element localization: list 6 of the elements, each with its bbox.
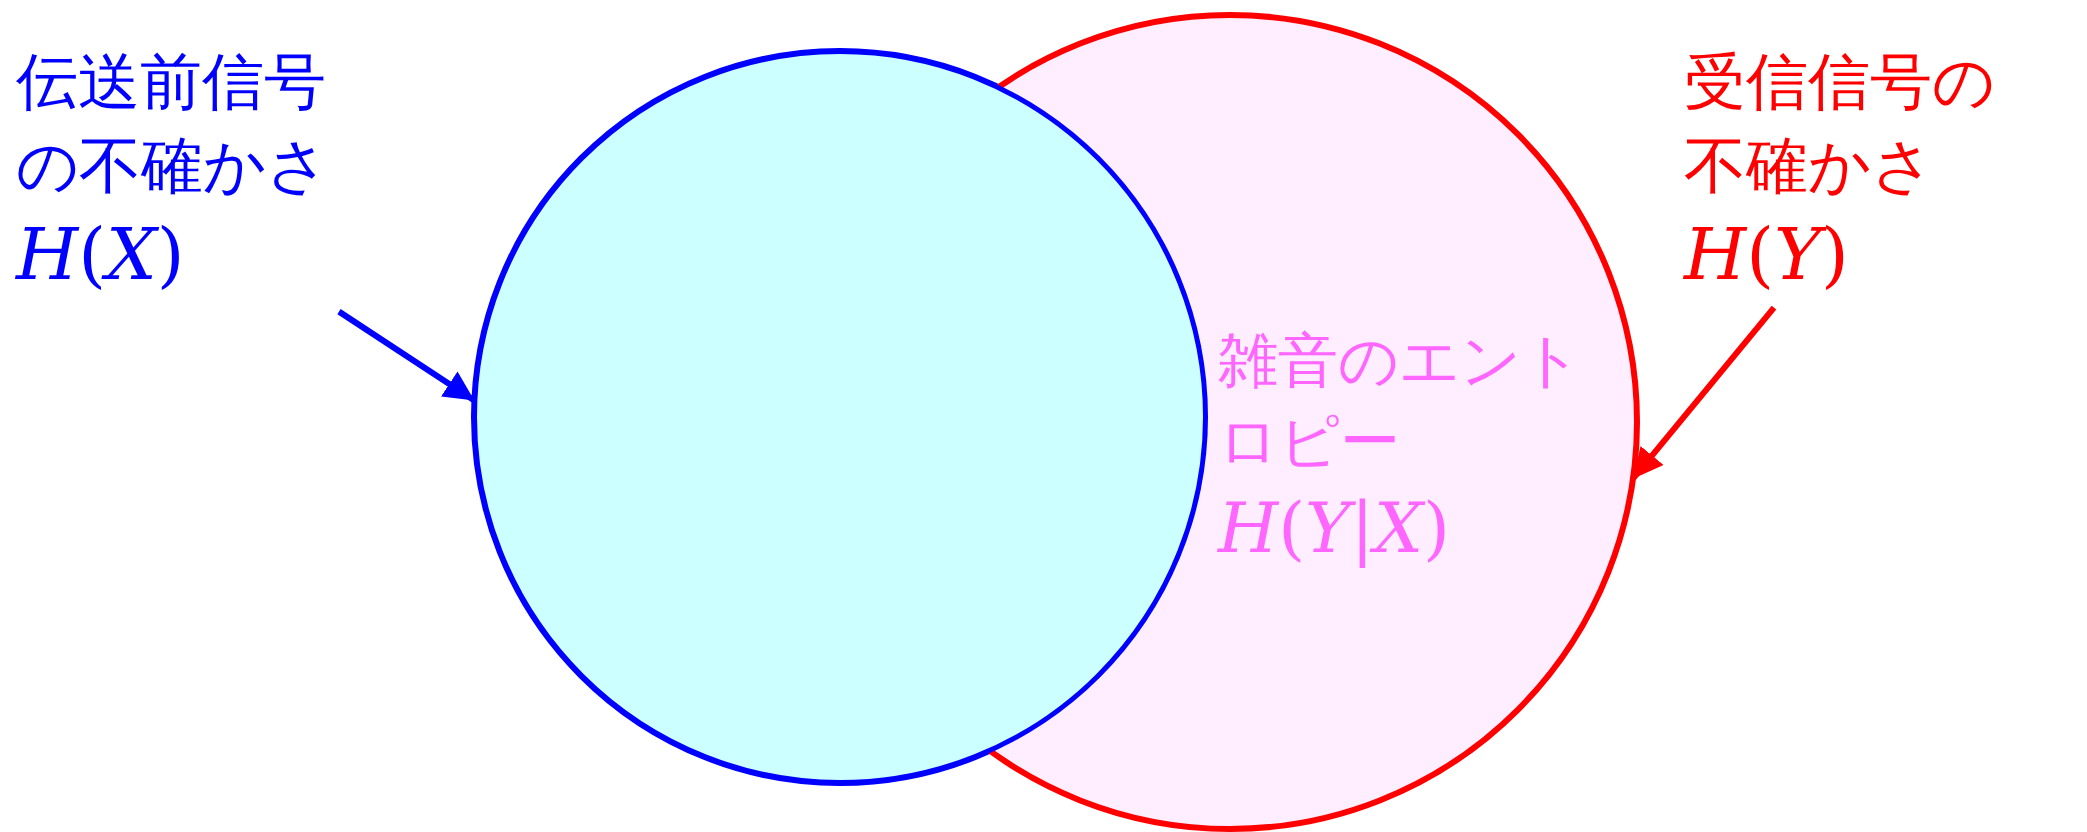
text-label: 伝送前信号の不確かさ xyxy=(16,44,330,204)
formula-label: H(Y) xyxy=(1684,212,1850,299)
formula-label: H(Y|X) xyxy=(1218,487,1451,570)
text-label: 受信信号の不確かさ xyxy=(1684,44,1996,204)
formula-label: H(X) xyxy=(16,212,186,299)
text-label: 雑音のエントロピー xyxy=(1218,324,1583,478)
